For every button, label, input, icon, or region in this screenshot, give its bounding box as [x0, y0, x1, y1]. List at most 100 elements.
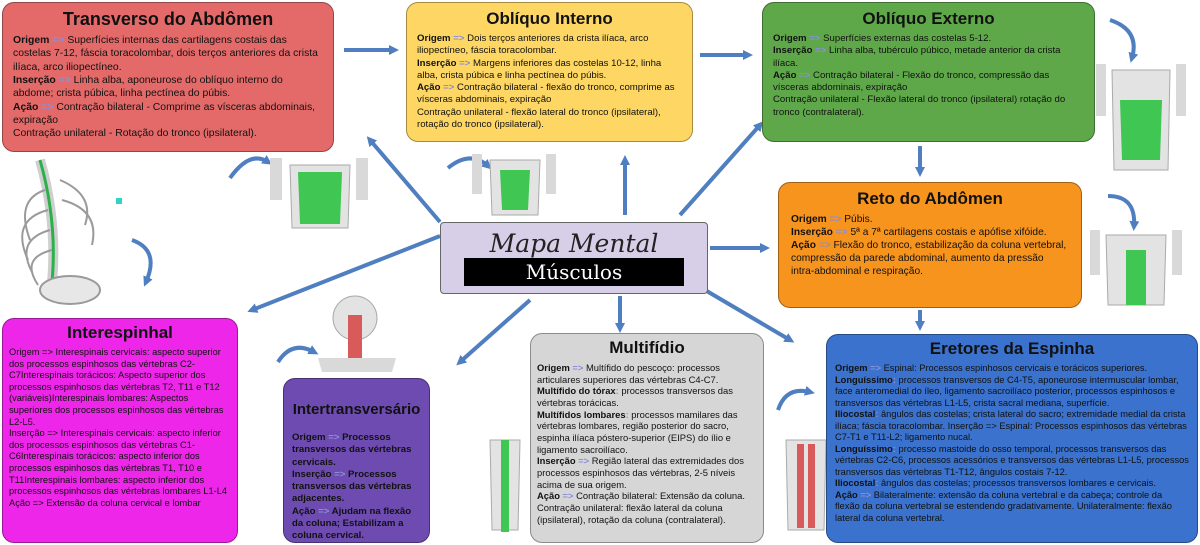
line-arrow: =>: [806, 33, 824, 44]
center-subtitle: Músculos: [464, 258, 684, 286]
line-arrow: =>: [325, 432, 343, 443]
curved-arrow-2: [446, 156, 492, 170]
card-title: Reto do Abdômen: [857, 189, 1003, 208]
card-transverso: Transverso do Abdômen Origem => Superfíc…: [2, 2, 334, 152]
card-line: Inserção => Região lateral das extremida…: [537, 455, 757, 490]
curved-arrow-1: [228, 155, 273, 180]
line-text: Linha alba, aponeurose do oblíquo intern…: [13, 74, 283, 100]
line-arrow: =>: [456, 57, 474, 69]
line-arrow: =>: [49, 35, 68, 46]
card-line: Origem => Espinal: Processos espinhosos …: [835, 363, 1189, 375]
card-line: Contração unilateral - Rotação do tronco…: [13, 127, 323, 140]
line-text: 5ª a 7ª cartilagens costais e apófise xi…: [850, 227, 1047, 239]
line-arrow: =>: [559, 490, 577, 502]
line-text: Processos transversos das vértebras cerv…: [292, 432, 412, 468]
card-line: Origem => Processos transversos das vért…: [292, 432, 421, 469]
line-text: Espinal: Processos espinhosos cervicais …: [883, 363, 1148, 373]
card-line: Origem => Púbis.: [791, 213, 1069, 226]
line-label: Ação: [537, 490, 560, 502]
card-title: Transverso do Abdômen: [62, 9, 274, 29]
line-label: Origem: [292, 432, 326, 443]
card-body: Origem => Multífido do pescoço: processo…: [537, 362, 757, 525]
card-line: Inserção => Processos transversos das vé…: [292, 469, 421, 506]
card-body: Origem => Superfícies externas das coste…: [773, 33, 1084, 119]
card-line: Ação => Contração bilateral - Flexão do …: [773, 70, 1084, 95]
line-label: Origem: [13, 35, 50, 46]
back-eretores-icon: [785, 439, 827, 531]
line-text: Contração unilateral - flexão lateral do…: [417, 106, 661, 130]
card-title: Multifídio: [609, 338, 685, 357]
line-label: Origem: [791, 214, 827, 225]
line-label: Multífidos lombares: [537, 408, 626, 420]
curved-arrow-6: [276, 345, 319, 364]
line-label: Origem: [537, 362, 570, 373]
line-text: processo mastoide do osso temporal, proc…: [835, 443, 1189, 477]
line-arrow: :: [615, 385, 622, 397]
line-text: Dois terços anteriores da crista ilíaca,…: [417, 33, 649, 57]
line-label: Ação: [773, 69, 797, 81]
card-line: Ação => Contração bilateral - Comprime a…: [13, 101, 323, 128]
line-arrow: =>: [38, 101, 57, 113]
line-text: Contração bilateral: Extensão da coluna.: [576, 490, 745, 502]
card-body: Origem => Superfícies internas das carti…: [13, 34, 323, 141]
line-text: Superfícies externas das costelas 5-12.: [823, 33, 992, 44]
arrow-center-to-transverso: [366, 136, 442, 224]
card-line: Origem => Superfícies internas das carti…: [13, 34, 323, 74]
line-text: Linha alba, tubérculo púbico, metade ant…: [773, 45, 1061, 69]
line-text: Contração bilateral - Flexão do tronco, …: [773, 69, 1050, 94]
line-label: Ação: [292, 505, 316, 517]
line-arrow: :: [892, 374, 899, 385]
line-arrow: =>: [315, 505, 332, 517]
line-text: processos transversos de C4-T5, aponeuro…: [835, 374, 1179, 408]
line-text: Multífido do pescoço: processos articula…: [537, 362, 720, 385]
line-arrow: =>: [857, 489, 874, 500]
card-body: Origem => Dois terços anteriores da cris…: [417, 33, 682, 131]
line-text: Inserção => Interespinais cervicais: asp…: [9, 428, 228, 497]
line-label: Origem: [835, 363, 868, 373]
curved-arrow-3: [1109, 18, 1139, 63]
line-text: Ajudam na flexão da coluna; Estabilizam …: [292, 505, 412, 542]
line-text: ângulos das costelas; processos transver…: [881, 478, 1156, 489]
card-line: Multífidos lombares: processos mamilares…: [537, 409, 757, 456]
line-label: Iliocostal: [835, 478, 876, 489]
card-title: Intertransversário: [292, 401, 421, 418]
arrow-center-to-obliquo-externo: [678, 121, 764, 217]
spine-multifidio-icon: [489, 439, 521, 532]
arrow-center-to-intertrans: [456, 298, 532, 366]
card-line: Iliocostal: ângulos das costelas; crista…: [835, 409, 1189, 444]
card-line: Ação => Flexão do tronco, estabilização …: [791, 239, 1069, 278]
central-node: Mapa Mental Músculos: [440, 222, 708, 294]
card-line: Ação => Extensão da coluna cervical e lo…: [9, 498, 231, 510]
line-label: Inserção: [417, 57, 457, 69]
card-line: Longuíssimo: processo mastoide do osso t…: [835, 444, 1189, 479]
card-line: Contração unilateral - Flexão lateral do…: [773, 94, 1084, 119]
line-label: Inserção: [537, 455, 576, 467]
line-arrow: :: [875, 478, 881, 489]
card-multifidio: Multifídio Origem => Multífido do pescoç…: [530, 333, 764, 543]
line-arrow: :: [875, 409, 881, 420]
card-title: Interespinhal: [67, 323, 173, 342]
line-arrow: =>: [440, 82, 458, 94]
line-label: Origem: [773, 33, 807, 44]
line-arrow: =>: [450, 33, 468, 44]
card-line: Inserção => 5ª a 7ª cartilagens costais …: [791, 226, 1069, 239]
card-line: Origem => Multífido do pescoço: processo…: [537, 362, 757, 385]
center-title: Mapa Mental: [489, 229, 659, 258]
curved-arrow-5: [131, 238, 153, 287]
line-arrow: =>: [815, 240, 834, 252]
card-obliquo-externo: Oblíquo Externo Origem => Superfícies ex…: [762, 2, 1095, 142]
line-text: Contração bilateral - flexão do tronco, …: [417, 82, 675, 106]
skeleton-spine-icon: [21, 158, 101, 305]
torso-obliquo-interno-icon: [472, 154, 556, 216]
card-line: Contração unilateral - flexão lateral do…: [417, 107, 682, 132]
curved-arrow-7: [776, 385, 815, 411]
line-text: processos transversos das vértebras torá…: [537, 385, 733, 408]
card-obliquo-interno: Oblíquo Interno Origem => Dois terços an…: [406, 2, 693, 142]
line-label: Inserção: [773, 45, 813, 57]
line-arrow: =>: [331, 468, 349, 480]
card-reto: Reto do Abdômen Origem => Púbis.Inserção…: [778, 182, 1082, 308]
line-text: Ação => Extensão da coluna cervical e lo…: [9, 497, 201, 508]
card-line: Multífido do tórax: processos transverso…: [537, 385, 757, 408]
line-text: Região lateral das extremidades dos proc…: [537, 455, 744, 490]
card-line: Contração unilateral: flexão lateral da …: [537, 502, 757, 525]
